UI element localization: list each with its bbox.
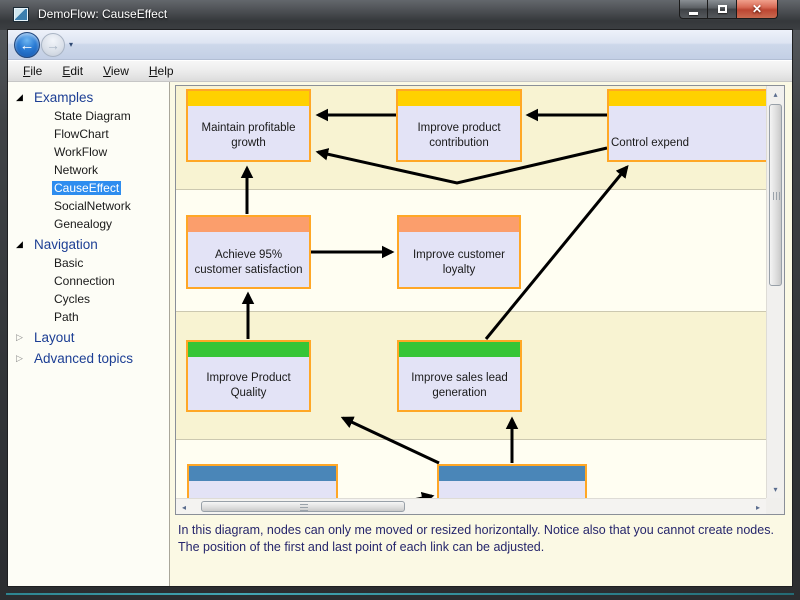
node-improve-customer-loyalty[interactable]: Improve customer loyalty: [397, 215, 521, 289]
node-label: [439, 481, 585, 498]
tree-item-socialnetwork[interactable]: SocialNetwork: [54, 199, 131, 213]
scroll-up-icon[interactable]: ▴: [773, 90, 778, 99]
scroll-right-icon[interactable]: ▸: [755, 503, 760, 512]
main-content: ◢ Examples State Diagram FlowChart WorkF…: [8, 82, 792, 586]
scroll-left-icon[interactable]: ◂: [181, 503, 186, 512]
node-header[interactable]: [188, 217, 309, 232]
minimize-icon: [689, 11, 698, 15]
menu-file[interactable]: File: [23, 64, 43, 78]
minimize-button[interactable]: [679, 0, 708, 19]
node-header[interactable]: [439, 466, 585, 481]
node-label: Maintain profitable growth: [201, 122, 296, 149]
app-icon: [13, 7, 29, 22]
tree-section-advanced-topics[interactable]: ▷ Advanced topics: [16, 350, 134, 366]
tree-item-connection[interactable]: Connection: [54, 274, 115, 288]
expanded-triangle-icon[interactable]: ◢: [16, 91, 23, 102]
tree-item-state-diagram[interactable]: State Diagram: [54, 109, 131, 123]
tree-section-navigation[interactable]: ◢ Navigation: [16, 236, 98, 252]
forward-arrow-icon: →: [46, 37, 60, 53]
close-icon: ✕: [751, 2, 763, 16]
node-label: [189, 481, 336, 498]
tree-item-network[interactable]: Network: [54, 163, 99, 177]
node-improve-product-quality[interactable]: Improve Product Quality: [186, 340, 311, 412]
node-label: Improve sales lead generation: [411, 372, 508, 399]
horizontal-scrollbar[interactable]: ◂ ▸: [176, 498, 766, 514]
collapsed-triangle-icon[interactable]: ▷: [16, 352, 23, 363]
maximize-icon: [717, 5, 727, 13]
back-button[interactable]: ←: [14, 32, 40, 58]
forward-button[interactable]: →: [41, 33, 65, 57]
node-label: Improve Product Quality: [206, 372, 291, 399]
node-achieve-95-customer-satisfaction[interactable]: Achieve 95% customer satisfaction: [186, 215, 311, 289]
window-body: ← → ▾ File Edit View Help ◢ Examples Sta…: [8, 30, 792, 586]
menu-help[interactable]: Help: [148, 64, 174, 78]
menu-edit[interactable]: Edit: [62, 64, 84, 78]
menu-bar: File Edit View Help: [8, 61, 792, 82]
vertical-scroll-thumb[interactable]: [769, 104, 782, 286]
history-dropdown-button[interactable]: ▾: [69, 40, 73, 49]
node-blue-left[interactable]: [187, 464, 338, 498]
tree-item-flowchart[interactable]: FlowChart: [54, 127, 109, 141]
tree-item-path[interactable]: Path: [54, 310, 79, 324]
chevron-down-icon: ▾: [69, 40, 74, 49]
node-label: Improve customer loyalty: [412, 249, 506, 276]
node-label: Achieve 95% customer satisfaction: [194, 249, 303, 276]
node-header[interactable]: [609, 91, 766, 106]
tree-item-genealogy[interactable]: Genealogy: [54, 217, 113, 231]
window-frame-accent: [6, 593, 794, 595]
scroll-down-icon[interactable]: ▾: [773, 485, 778, 494]
node-label: Control expend: [611, 137, 689, 149]
title-bar[interactable]: DemoFlow: CauseEffect ✕: [0, 0, 800, 30]
horizontal-scroll-thumb[interactable]: [201, 501, 405, 512]
node-label: Improve product contribution: [417, 122, 501, 149]
node-improve-sales-lead-generation[interactable]: Improve sales lead generation: [397, 340, 522, 412]
window-title: DemoFlow: CauseEffect: [38, 7, 168, 21]
diagram-viewport[interactable]: Maintain profitable growth Improve produ…: [175, 85, 785, 515]
scrollbar-corner: [766, 498, 784, 514]
navigation-tree: ◢ Examples State Diagram FlowChart WorkF…: [8, 82, 170, 586]
tree-item-causeeffect[interactable]: CauseEffect: [52, 181, 122, 195]
node-control-expend[interactable]: Control expend: [607, 89, 766, 162]
tree-section-layout[interactable]: ▷ Layout: [16, 329, 75, 345]
maximize-button[interactable]: [708, 0, 736, 19]
tree-item-basic[interactable]: Basic: [54, 256, 84, 270]
description-text: In this diagram, nodes can only me moved…: [178, 523, 774, 554]
vertical-scrollbar[interactable]: ▴ ▾: [766, 86, 784, 498]
node-header[interactable]: [188, 342, 309, 357]
diagram-panel: Maintain profitable growth Improve produ…: [170, 82, 792, 586]
close-button[interactable]: ✕: [736, 0, 778, 19]
back-arrow-icon: ←: [19, 36, 35, 54]
node-header[interactable]: [188, 91, 309, 106]
node-header[interactable]: [399, 342, 520, 357]
collapsed-triangle-icon[interactable]: ▷: [16, 331, 23, 342]
node-header[interactable]: [189, 466, 336, 481]
tree-item-cycles[interactable]: Cycles: [54, 292, 91, 306]
tree-item-workflow[interactable]: WorkFlow: [54, 145, 108, 159]
diagram-canvas[interactable]: Maintain profitable growth Improve produ…: [176, 86, 766, 498]
menu-view[interactable]: View: [103, 64, 129, 78]
thumb-grip: [773, 192, 780, 200]
thumb-grip: [300, 504, 308, 511]
node-maintain-profitable-growth[interactable]: Maintain profitable growth: [186, 89, 311, 162]
node-improve-product-contribution[interactable]: Improve product contribution: [396, 89, 522, 162]
window-controls: ✕: [679, 0, 778, 19]
node-header[interactable]: [399, 217, 519, 232]
node-header[interactable]: [398, 91, 520, 106]
node-blue-right[interactable]: [437, 464, 587, 498]
expanded-triangle-icon[interactable]: ◢: [16, 238, 23, 249]
navigation-toolbar: ← → ▾: [8, 30, 792, 60]
tree-section-examples[interactable]: ◢ Examples: [16, 89, 94, 105]
